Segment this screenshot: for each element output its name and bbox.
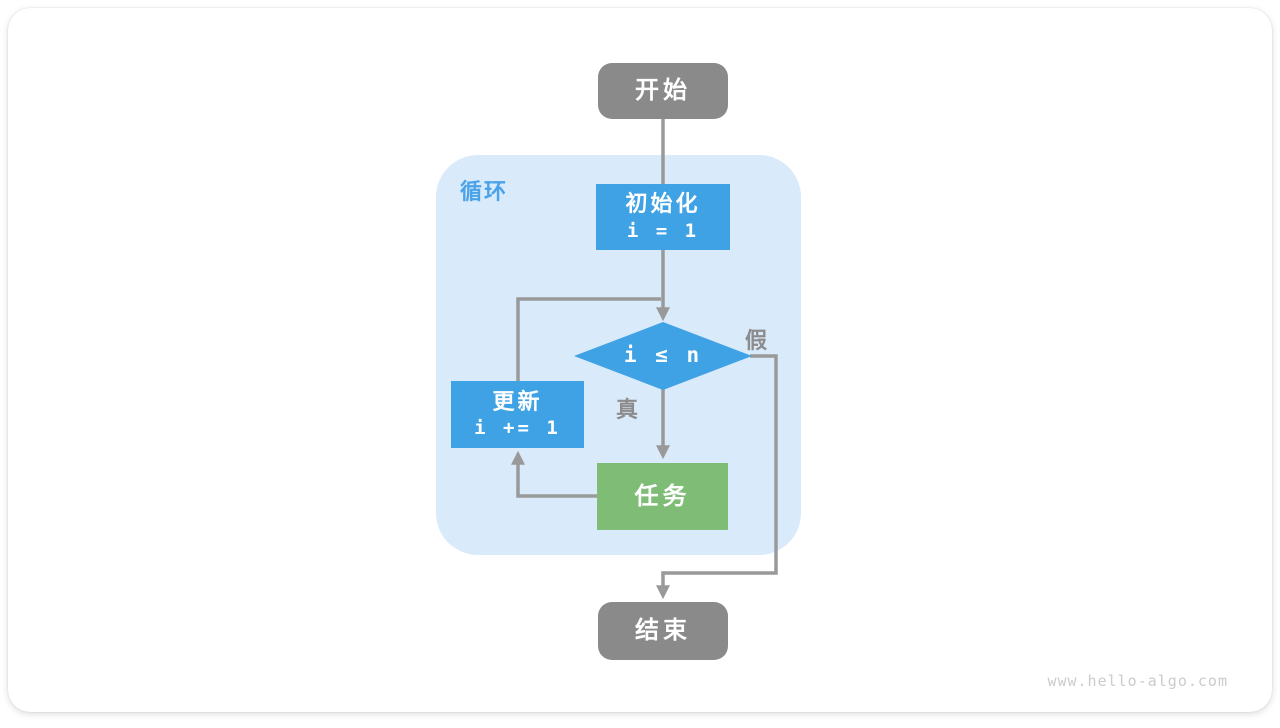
end-node: 结束 — [598, 602, 728, 660]
branch-label-true: 真 — [616, 392, 639, 424]
update-node-code: i += 1 — [474, 416, 561, 441]
init-node-code: i = 1 — [627, 219, 699, 244]
init-node: 初始化 i = 1 — [596, 184, 730, 250]
site-watermark: www.hello-algo.com — [1047, 672, 1228, 690]
condition-code: i ≤ n — [624, 342, 702, 369]
init-node-title: 初始化 — [625, 190, 700, 219]
flowchart-stage: 循环 开始 初始化 i = 1 — [8, 8, 1272, 712]
end-node-label: 结束 — [635, 615, 691, 646]
update-node-title: 更新 — [492, 388, 542, 417]
start-node: 开始 — [598, 63, 728, 119]
diagram-card: 循环 开始 初始化 i = 1 — [8, 8, 1272, 712]
connector-task-to-update — [518, 455, 597, 496]
update-node: 更新 i += 1 — [451, 381, 584, 448]
task-node-label: 任务 — [635, 481, 691, 512]
branch-label-false: 假 — [745, 323, 768, 355]
start-node-label: 开始 — [635, 75, 691, 106]
task-node: 任务 — [597, 463, 728, 530]
